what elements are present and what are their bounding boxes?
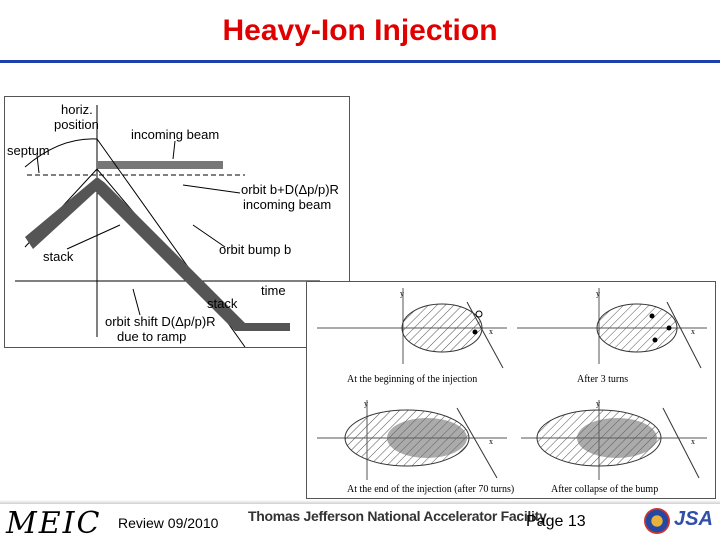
svg-text:x: x bbox=[691, 327, 695, 336]
arrow-stack-left bbox=[66, 224, 121, 250]
arrow-orbit-shift bbox=[132, 288, 141, 316]
footer-divider bbox=[0, 500, 720, 504]
jsa-logo: JSA bbox=[674, 508, 713, 530]
label-orbit-b-2: incoming beam bbox=[243, 197, 331, 212]
lab-name: Thomas Jefferson National Accelerator Fa… bbox=[248, 508, 547, 524]
injection-orbit-diagram: horiz. position incoming beam septum orb… bbox=[4, 96, 350, 348]
label-time: time bbox=[261, 283, 286, 298]
label-orbit-b-1: orbit b+D(Δp/p)R bbox=[241, 182, 339, 197]
svg-text:y: y bbox=[596, 289, 600, 298]
stack-band-left bbox=[25, 177, 105, 249]
label-position: position bbox=[54, 117, 99, 132]
acceptance-ellipse bbox=[401, 303, 483, 353]
caption-after-3-turns: After 3 turns bbox=[577, 374, 628, 385]
panel-end-injection: y x At the end of the injection (after 7… bbox=[317, 399, 514, 495]
footer: MEIC Review 09/2010 Thomas Jefferson Nat… bbox=[0, 500, 720, 541]
page-number: Page 13 bbox=[526, 513, 586, 530]
label-due-to-ramp: due to ramp bbox=[117, 329, 186, 344]
caption-beginning: At the beginning of the injection bbox=[347, 374, 477, 385]
label-incoming-beam: incoming beam bbox=[131, 127, 219, 142]
title-rule bbox=[0, 60, 720, 63]
arrow-orbit-bump bbox=[192, 224, 226, 248]
svg-text:x: x bbox=[691, 437, 695, 446]
caption-end-injection: At the end of the injection (after 70 tu… bbox=[347, 484, 514, 495]
svg-text:x: x bbox=[489, 327, 493, 336]
doe-seal-icon bbox=[644, 508, 670, 534]
label-septum: septum bbox=[7, 143, 50, 158]
orbit-shift-line bbox=[24, 168, 206, 298]
label-orbit-bump: orbit bump b bbox=[219, 242, 291, 257]
stack-band-right bbox=[93, 177, 290, 331]
arrow-septum bbox=[36, 154, 40, 174]
slide-title: Heavy-Ion Injection bbox=[222, 14, 498, 47]
label-orbit-shift: orbit shift D(Δp/p)R bbox=[105, 314, 216, 329]
svg-text:x: x bbox=[489, 437, 493, 446]
label-stack-left: stack bbox=[43, 249, 74, 264]
incoming-beam-bar bbox=[97, 161, 223, 169]
label-stack-right: stack bbox=[207, 296, 238, 311]
panel-after-3-turns: y x After 3 turns bbox=[517, 288, 707, 385]
stacked-beam bbox=[387, 418, 467, 458]
svg-text:y: y bbox=[364, 399, 368, 408]
panel-after-collapse: y x After collapse of the bump bbox=[521, 399, 707, 495]
label-horiz: horiz. bbox=[61, 102, 93, 117]
arrow-incoming-beam bbox=[172, 140, 176, 160]
orbit-bump-curve bbox=[24, 138, 246, 347]
injection-orbit-svg: horiz. position incoming beam septum orb… bbox=[7, 102, 339, 347]
meic-logo: MEIC bbox=[6, 506, 102, 541]
arrow-orbit-b bbox=[182, 184, 241, 194]
svg-text:y: y bbox=[400, 289, 404, 298]
caption-after-collapse: After collapse of the bump bbox=[551, 484, 658, 495]
svg-text:y: y bbox=[596, 399, 600, 408]
review-date: Review 09/2010 bbox=[118, 515, 219, 531]
panel-beginning: y x At the beginning of the injection bbox=[317, 288, 507, 385]
phase-space-svg: y x At the beginning of the injection y … bbox=[317, 288, 707, 495]
phase-space-figure: y x At the beginning of the injection y … bbox=[306, 281, 716, 499]
